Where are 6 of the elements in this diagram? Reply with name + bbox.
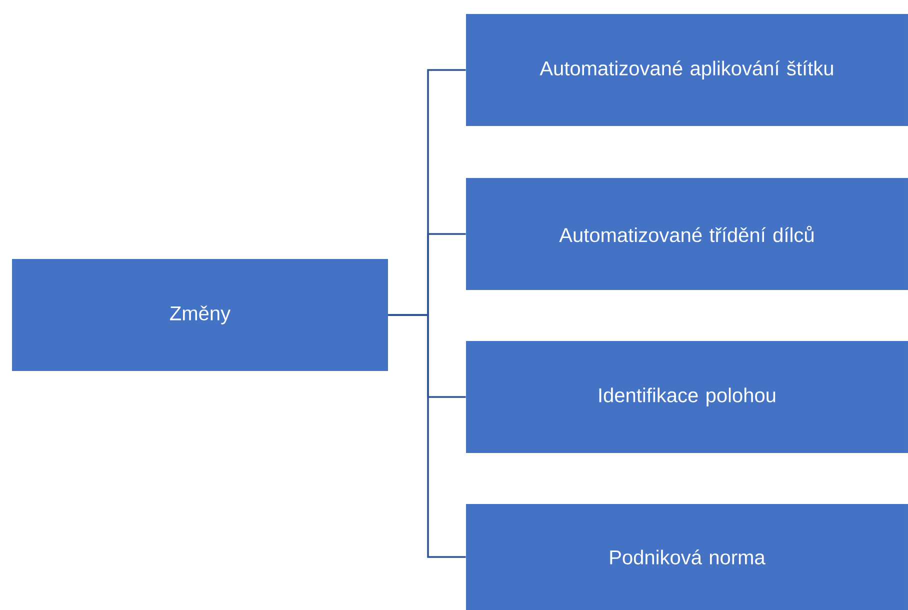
process-box: Automatizované třídění dílců (466, 178, 908, 290)
process-box: Změny (12, 259, 388, 371)
process-box: Identifikace polohou (466, 341, 908, 453)
process-box: Podniková norma (466, 504, 908, 610)
process-box: Automatizované aplikování štítku (466, 14, 908, 126)
connector-line (388, 314, 466, 558)
